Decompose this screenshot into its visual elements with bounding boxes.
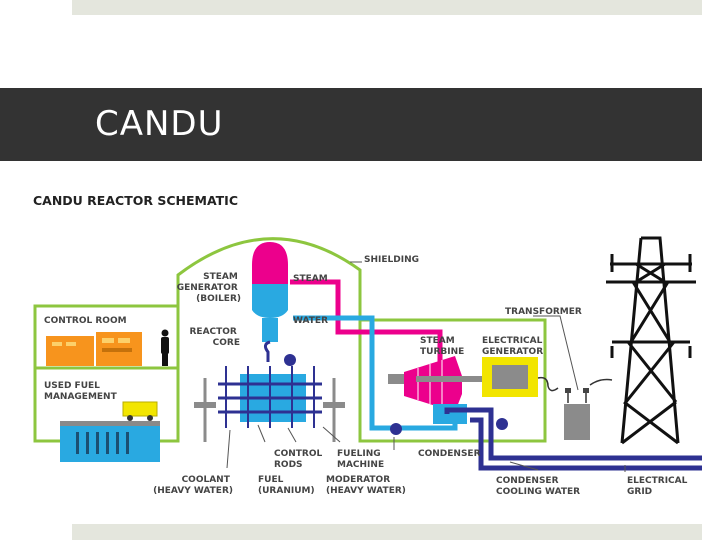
transformer <box>564 404 590 440</box>
steam-turbine <box>404 356 462 412</box>
fuel-transfer-cart-icon <box>122 401 158 421</box>
cooling-water-out <box>444 407 702 461</box>
label-condenser-cooling-water: CONDENSER COOLING WATER <box>496 476 580 497</box>
operator-figure-icon <box>161 329 169 366</box>
label-fueling-machine: FUELING MACHINE <box>337 449 384 470</box>
generator-cable <box>537 376 559 392</box>
label-control-rods: CONTROL RODS <box>274 449 325 470</box>
coolant-pump-icon <box>284 354 296 366</box>
cooling-water-in <box>470 417 702 471</box>
slide-title: CANDU <box>95 104 224 144</box>
schematic-heading: CANDU REACTOR SCHEMATIC <box>33 193 238 208</box>
cooling-pump-icon <box>496 418 508 430</box>
reactor-dome <box>176 237 362 441</box>
label-coolant: COOLANT (HEAVY WATER) <box>153 475 233 496</box>
top-decor-band <box>72 0 702 15</box>
label-used-fuel-management: USED FUEL MANAGEMENT <box>44 381 118 402</box>
turbine-hall <box>358 318 547 443</box>
steam-line <box>290 279 443 368</box>
label-fuel: FUEL (URANIUM) <box>258 475 315 496</box>
transmission-tower-icon <box>606 236 696 445</box>
used-fuel-pool <box>60 421 160 462</box>
coolant-loop <box>263 340 271 362</box>
control-room-consoles <box>46 332 142 366</box>
label-steam-turbine: STEAM TURBINE <box>420 336 464 357</box>
label-condenser: CONDENSER <box>418 449 481 459</box>
reactor-core <box>194 366 345 442</box>
label-moderator: MODERATOR (HEAVY WATER) <box>326 475 406 496</box>
label-steam-generator: STEAM GENERATOR (BOILER) <box>177 272 241 304</box>
generator-shaft <box>416 376 482 382</box>
turbine-shaft <box>388 374 416 384</box>
title-bar <box>0 88 702 161</box>
bottom-decor-band <box>72 524 702 540</box>
condenser <box>433 404 467 424</box>
leader-lines <box>226 261 626 472</box>
control-building <box>33 304 180 443</box>
feedwater-pump-icon <box>390 423 402 435</box>
steam-generator <box>252 242 288 342</box>
label-water: WATER <box>293 316 328 326</box>
label-control-room: CONTROL ROOM <box>44 316 127 326</box>
label-electrical-generator: ELECTRICAL GENERATOR <box>482 336 546 357</box>
label-steam: STEAM <box>293 274 328 284</box>
label-reactor-core: REACTOR CORE <box>189 327 240 348</box>
label-electrical-grid: ELECTRICAL GRID <box>627 476 691 497</box>
grid-cable <box>589 378 613 386</box>
label-transformer: TRANSFORMER <box>505 307 582 317</box>
label-shielding: SHIELDING <box>364 255 419 265</box>
candu-schematic: CANDU REACTOR SCHEMATIC <box>33 193 702 497</box>
